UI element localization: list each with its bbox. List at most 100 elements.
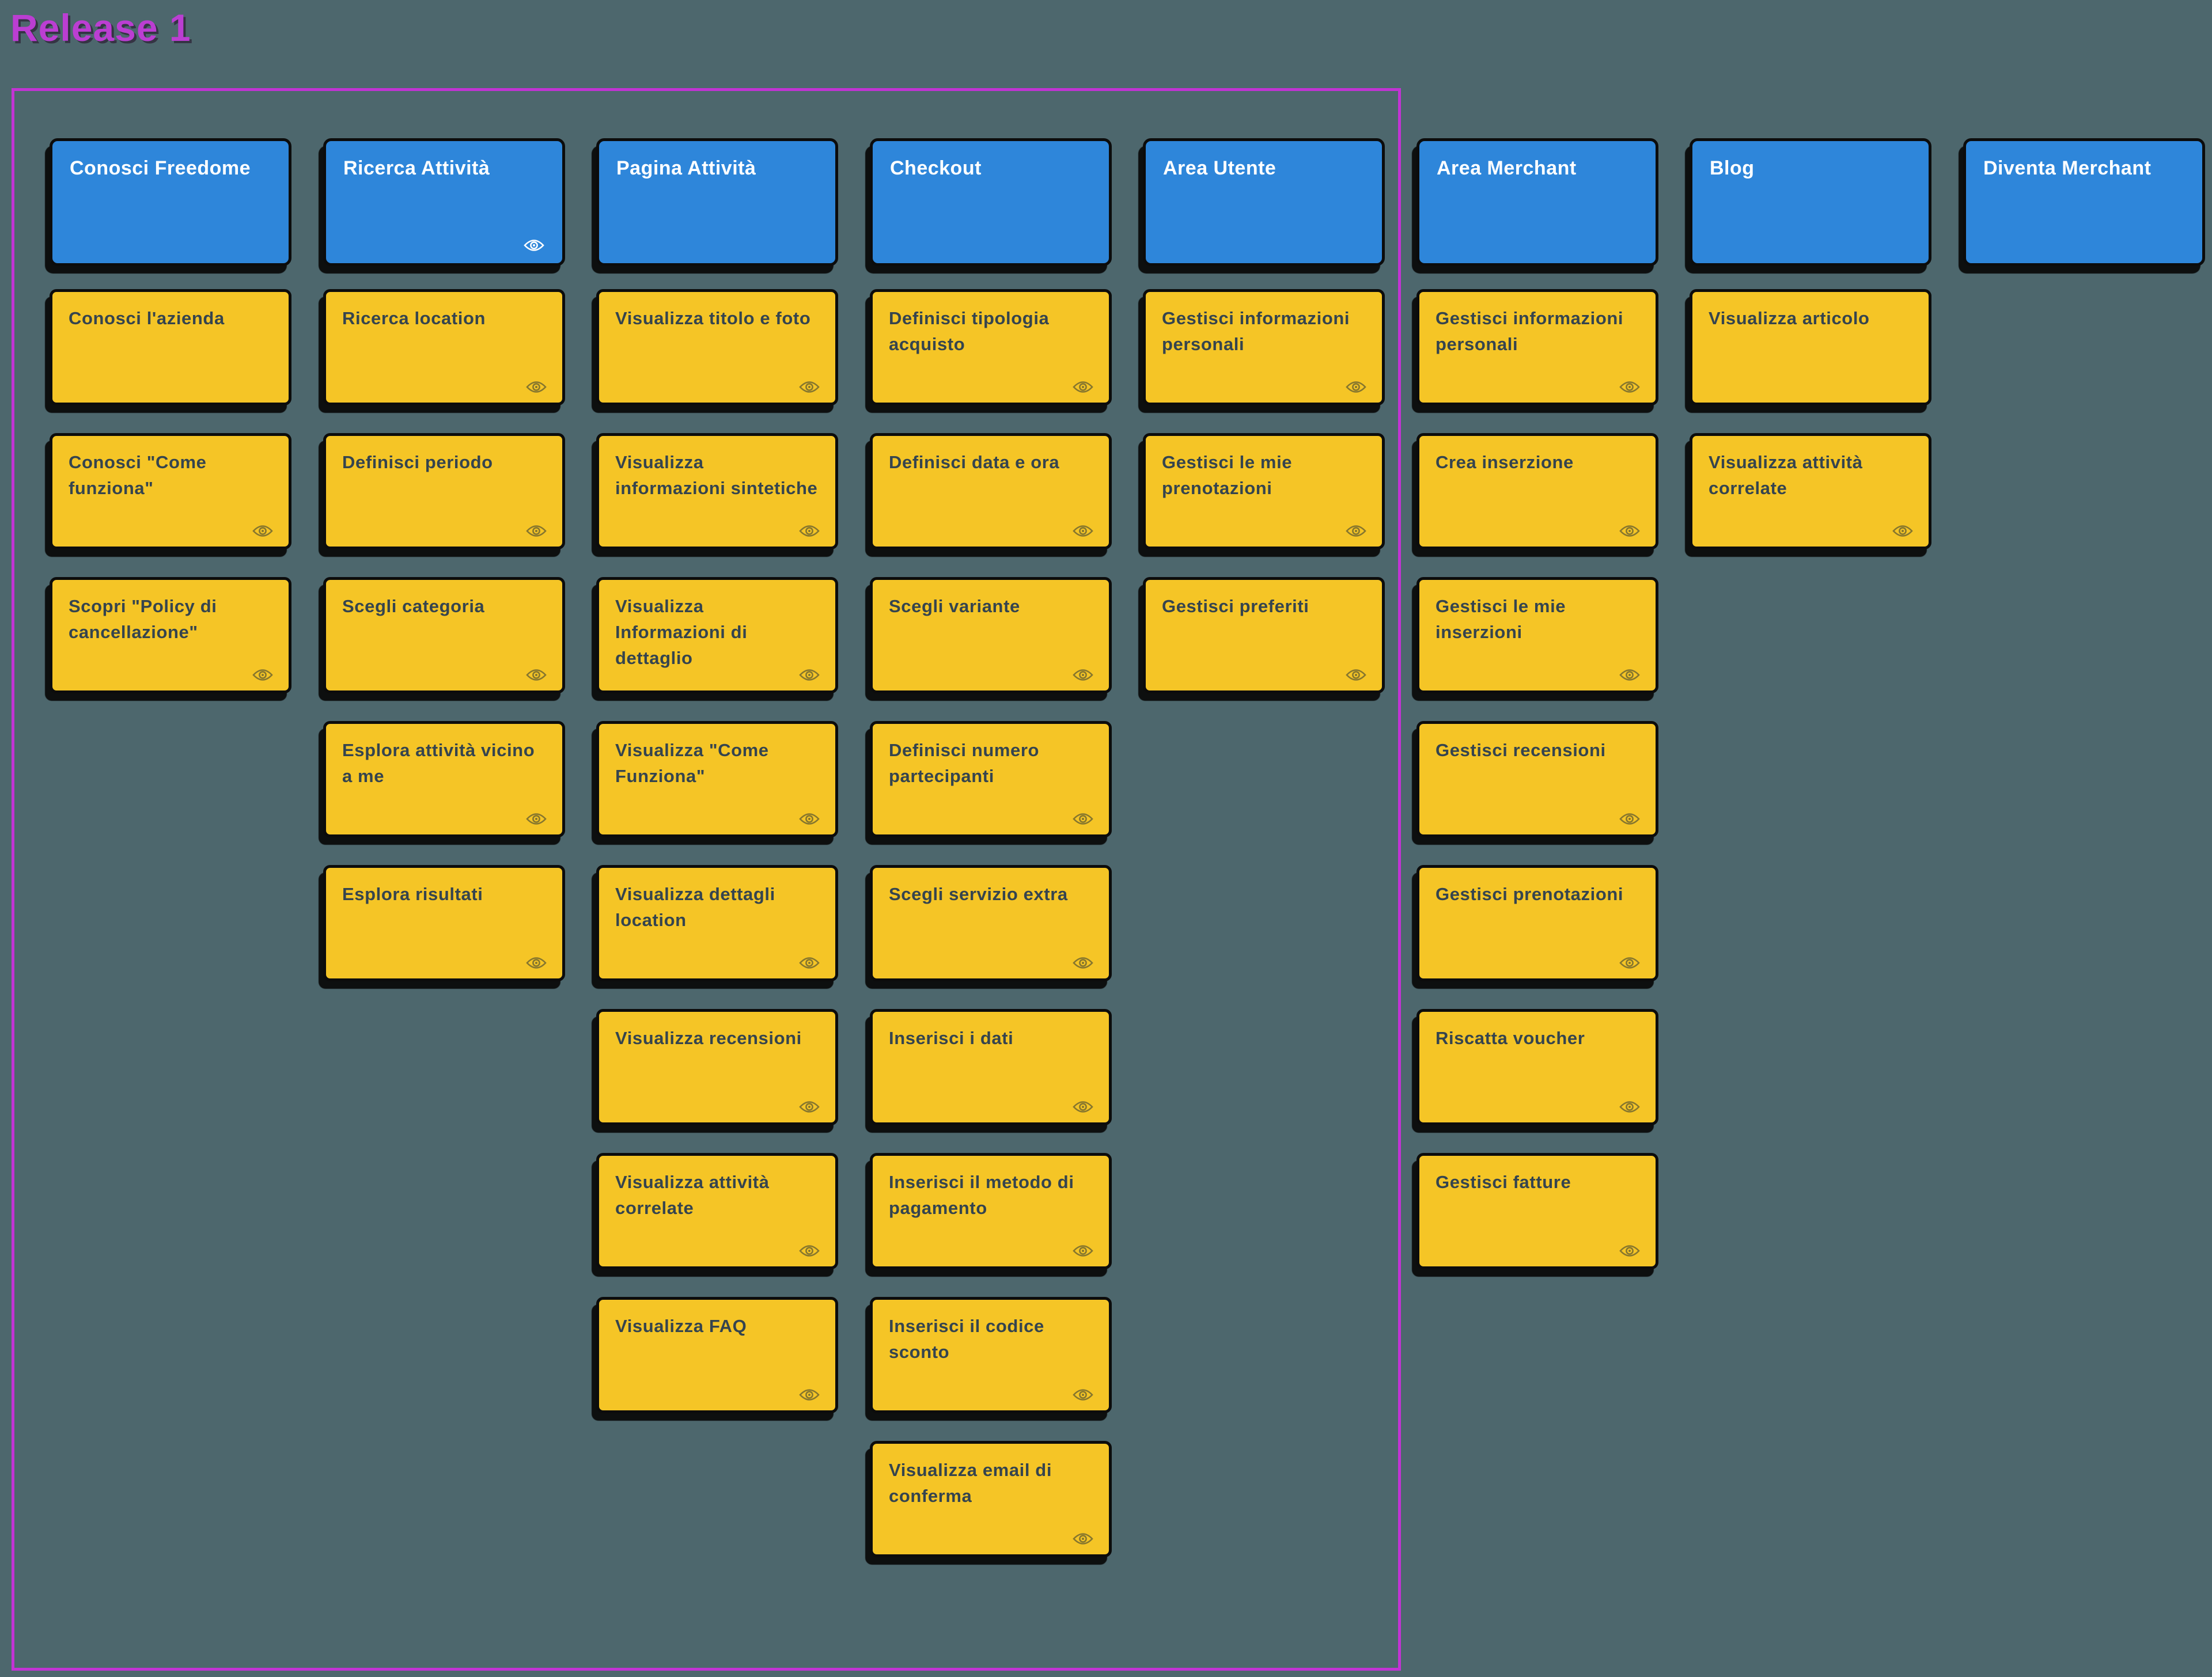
story-card-conosci-l-azienda[interactable]: Conosci l'azienda [50,289,291,405]
story-card-visualizza-articolo[interactable]: Visualizza articolo [1690,289,1931,405]
story-card-visualizza-dettagli-location[interactable]: Visualizza dettagli location [596,865,838,981]
story-label: Gestisci le mie prenotazioni [1162,452,1293,498]
epic-label: Checkout [890,157,982,179]
eye-icon [1072,1099,1094,1114]
eye-icon [798,1387,820,1402]
eye-icon [252,523,274,538]
story-label: Visualizza titolo e foto [615,308,811,328]
epic-card-ricerca-attivita[interactable]: Ricerca Attività [323,138,565,266]
story-card-visualizza-attivita-correlate[interactable]: Visualizza attività correlate [1690,433,1931,549]
story-card-inserisci-i-dati[interactable]: Inserisci i dati [870,1009,1112,1125]
story-label: Visualizza email di conferma [889,1460,1052,1506]
story-card-gestisci-fatture[interactable]: Gestisci fatture [1416,1153,1658,1269]
eye-icon [1072,811,1094,826]
story-card-visualizza-email-di-conferma[interactable]: Visualizza email di conferma [870,1441,1112,1557]
epic-label: Pagina Attività [616,157,756,179]
story-card-visualizza-faq[interactable]: Visualizza FAQ [596,1297,838,1413]
epic-label: Conosci Freedome [70,157,251,179]
story-label: Conosci l'azienda [69,308,225,328]
story-label: Gestisci informazioni personali [1162,308,1350,354]
story-card-gestisci-preferiti[interactable]: Gestisci preferiti [1143,577,1385,693]
story-label: Inserisci i dati [889,1028,1014,1048]
eye-icon [1619,1099,1641,1114]
epic-label: Area Merchant [1437,157,1577,179]
epic-label: Diventa Merchant [1983,157,2152,179]
epic-card-checkout[interactable]: Checkout [870,138,1112,266]
story-label: Definisci data e ora [889,452,1060,472]
epic-label: Area Utente [1163,157,1277,179]
eye-icon [1072,380,1094,394]
story-card-esplora-attivita-vicino-a-me[interactable]: Esplora attività vicino a me [323,721,565,837]
eye-icon [525,667,547,682]
story-card-gestisci-le-mie-inserzioni[interactable]: Gestisci le mie inserzioni [1416,577,1658,693]
eye-icon [798,1099,820,1114]
story-card-conosci-come-funziona[interactable]: Conosci "Come funziona" [50,433,291,549]
story-label: Visualizza Informazioni di dettaglio [615,596,748,668]
story-card-gestisci-prenotazioni[interactable]: Gestisci prenotazioni [1416,865,1658,981]
story-card-definisci-numero-partecipanti[interactable]: Definisci numero partecipanti [870,721,1112,837]
story-label: Visualizza informazioni sintetiche [615,452,818,498]
eye-icon [1072,955,1094,970]
story-label: Riscatta voucher [1435,1028,1585,1048]
story-label: Esplora risultati [342,884,483,904]
story-label: Visualizza dettagli location [615,884,775,930]
epic-card-area-utente[interactable]: Area Utente [1143,138,1385,266]
eye-icon [1619,1243,1641,1258]
story-label: Scegli servizio extra [889,884,1068,904]
story-label: Scopri "Policy di cancellazione" [69,596,217,642]
eye-icon [1892,523,1914,538]
story-card-crea-inserzione[interactable]: Crea inserzione [1416,433,1658,549]
eye-icon [798,1243,820,1258]
story-label: Inserisci il metodo di pagamento [889,1172,1074,1218]
story-label: Ricerca location [342,308,486,328]
story-card-gestisci-informazioni-personali[interactable]: Gestisci informazioni personali [1416,289,1658,405]
story-card-ricerca-location[interactable]: Ricerca location [323,289,565,405]
epic-card-pagina-attivita[interactable]: Pagina Attività [596,138,838,266]
eye-icon [525,380,547,394]
story-label: Visualizza attività correlate [1709,452,1863,498]
story-card-visualizza-informazioni-sintetiche[interactable]: Visualizza informazioni sintetiche [596,433,838,549]
epic-card-blog[interactable]: Blog [1690,138,1931,266]
eye-icon [525,811,547,826]
story-card-scopri-policy-di-cancellazione[interactable]: Scopri "Policy di cancellazione" [50,577,291,693]
story-label: Gestisci preferiti [1162,596,1309,616]
story-label: Visualizza "Come Funziona" [615,740,769,786]
eye-icon [1072,1531,1094,1546]
story-card-inserisci-il-metodo-di-pagamento[interactable]: Inserisci il metodo di pagamento [870,1153,1112,1269]
eye-icon [1619,667,1641,682]
story-card-definisci-periodo[interactable]: Definisci periodo [323,433,565,549]
eye-icon [525,523,547,538]
story-card-definisci-data-e-ora[interactable]: Definisci data e ora [870,433,1112,549]
story-card-scegli-servizio-extra[interactable]: Scegli servizio extra [870,865,1112,981]
story-card-visualizza-come-funziona[interactable]: Visualizza "Come Funziona" [596,721,838,837]
story-card-scegli-variante[interactable]: Scegli variante [870,577,1112,693]
eye-icon [1619,380,1641,394]
story-card-esplora-risultati[interactable]: Esplora risultati [323,865,565,981]
story-label: Visualizza recensioni [615,1028,802,1048]
epic-card-area-merchant[interactable]: Area Merchant [1416,138,1658,266]
story-card-visualizza-attivita-correlate[interactable]: Visualizza attività correlate [596,1153,838,1269]
story-card-definisci-tipologia-acquisto[interactable]: Definisci tipologia acquisto [870,289,1112,405]
epic-card-diventa-merchant[interactable]: Diventa Merchant [1963,138,2205,266]
story-card-gestisci-recensioni[interactable]: Gestisci recensioni [1416,721,1658,837]
story-card-visualizza-informazioni-di-dettaglio[interactable]: Visualizza Informazioni di dettaglio [596,577,838,693]
story-card-scegli-categoria[interactable]: Scegli categoria [323,577,565,693]
eye-icon [252,667,274,682]
epic-card-conosci-freedome[interactable]: Conosci Freedome [50,138,291,266]
story-card-visualizza-recensioni[interactable]: Visualizza recensioni [596,1009,838,1125]
eye-icon [1619,811,1641,826]
epic-label: Ricerca Attività [343,157,490,179]
eye-icon [798,523,820,538]
eye-icon [1072,667,1094,682]
story-card-gestisci-le-mie-prenotazioni[interactable]: Gestisci le mie prenotazioni [1143,433,1385,549]
story-card-visualizza-titolo-e-foto[interactable]: Visualizza titolo e foto [596,289,838,405]
story-card-inserisci-il-codice-sconto[interactable]: Inserisci il codice sconto [870,1297,1112,1413]
story-card-gestisci-informazioni-personali[interactable]: Gestisci informazioni personali [1143,289,1385,405]
story-card-riscatta-voucher[interactable]: Riscatta voucher [1416,1009,1658,1125]
story-label: Gestisci le mie inserzioni [1435,596,1566,642]
